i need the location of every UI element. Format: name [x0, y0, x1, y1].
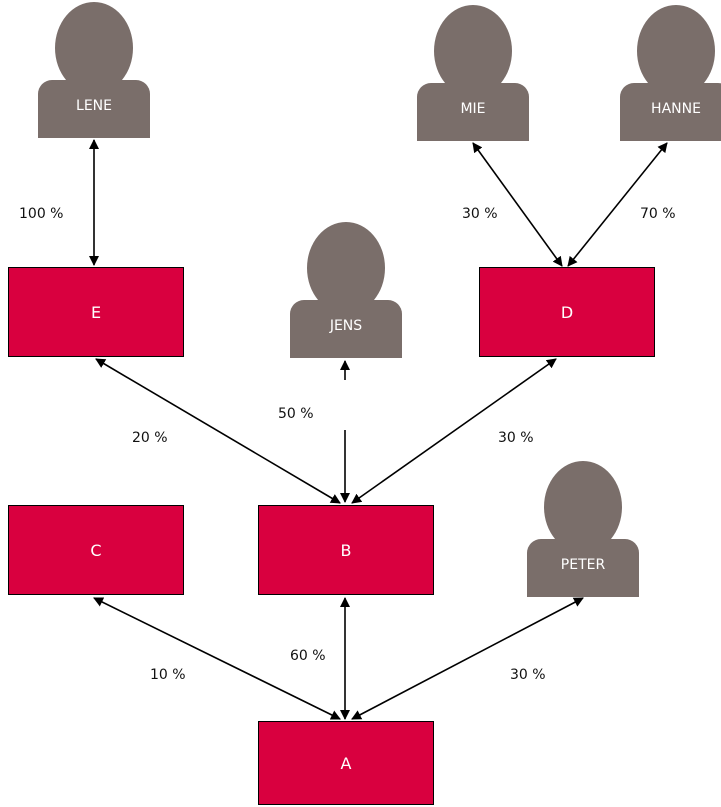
- share-label: 50 %: [278, 406, 314, 422]
- person-peter: PETER: [527, 461, 639, 597]
- person-jens: JENS: [290, 222, 402, 358]
- person-icon: [55, 2, 133, 94]
- share-label: 100 %: [19, 206, 64, 222]
- person-mie-name: MIE: [460, 101, 486, 117]
- arrow-hanne-d: [567, 142, 668, 267]
- person-icon: [434, 5, 512, 97]
- share-label: 60 %: [290, 648, 326, 664]
- person-mie: MIE: [417, 5, 529, 141]
- person-lene-name: LENE: [76, 98, 112, 114]
- share-label: 70 %: [640, 206, 676, 222]
- person-peter-name: PETER: [560, 557, 606, 573]
- entity-e: E: [8, 267, 184, 357]
- share-label: 30 %: [462, 206, 498, 222]
- person-icon: [544, 461, 622, 553]
- entity-b-label: B: [340, 540, 352, 560]
- entity-d-label: D: [560, 302, 574, 322]
- entity-b: B: [258, 505, 434, 595]
- person-hanne-name: HANNE: [651, 101, 701, 117]
- arrow-e-b: [95, 358, 341, 504]
- entity-a-label: A: [340, 753, 352, 773]
- person-icon: [637, 5, 715, 97]
- arrow-d-b: [351, 358, 557, 504]
- person-icon: [307, 222, 385, 314]
- entity-a: A: [258, 721, 434, 805]
- arrow-peter-a: [351, 597, 584, 720]
- person-hanne: HANNE: [620, 5, 721, 141]
- share-label: 30 %: [498, 430, 534, 446]
- share-label: 10 %: [150, 667, 186, 683]
- share-label: 30 %: [510, 667, 546, 683]
- entity-d: D: [479, 267, 655, 357]
- share-label: 20 %: [132, 430, 168, 446]
- entity-c: C: [8, 505, 184, 595]
- arrow-mie-d: [472, 142, 563, 267]
- person-jens-name: JENS: [329, 318, 363, 334]
- entity-c-label: C: [90, 540, 102, 560]
- entity-e-label: E: [90, 302, 102, 322]
- person-lene: LENE: [38, 2, 150, 138]
- arrow-c-a: [93, 597, 341, 720]
